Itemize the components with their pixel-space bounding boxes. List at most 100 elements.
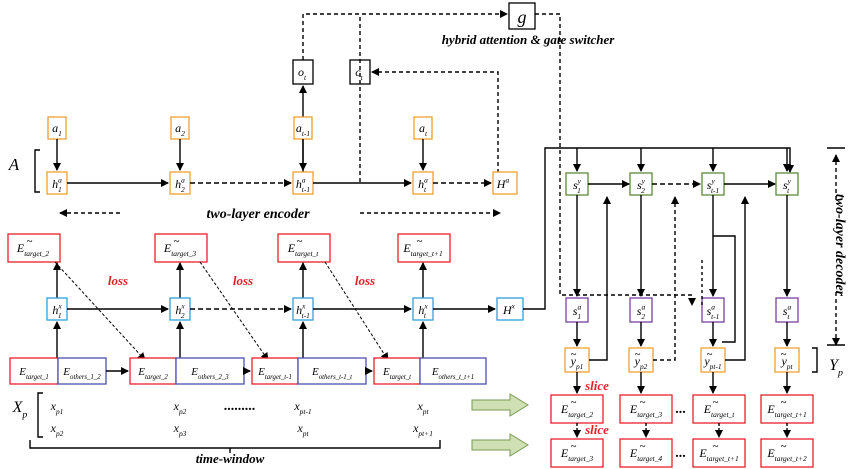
out-dots-2: ... xyxy=(676,446,687,461)
e-out-top-box-3 xyxy=(760,394,814,424)
green-arrow-0 xyxy=(471,393,529,417)
x-top-label-2: xpt-1 xyxy=(293,399,311,416)
svg-text:at: at xyxy=(419,121,428,138)
svg-text:sat-1: sat-1 xyxy=(707,303,720,322)
x-top-label-1: xp2 xyxy=(173,399,187,416)
y-label-0: yp1~ xyxy=(570,349,584,372)
svg-text:Eothers_t_t+1: Eothers_t_t+1 xyxy=(431,366,474,381)
e-out-bot-box-1 xyxy=(619,438,673,468)
svg-text:yp1: yp1 xyxy=(570,354,584,371)
svg-text:Etarget_t+1: Etarget_t+1 xyxy=(402,241,442,258)
svg-text:sy2: sy2 xyxy=(637,177,646,196)
encoder-label: two-layer encoder xyxy=(206,207,310,222)
e-out-top-box-1 xyxy=(619,394,673,424)
svg-text:Etarget_4: Etarget_4 xyxy=(629,446,663,463)
dots-label: ......... xyxy=(224,399,256,414)
tilde-mark: ~ xyxy=(296,236,302,248)
loss-label-2: loss xyxy=(355,273,375,288)
svg-text:ypt-1: ypt-1 xyxy=(703,354,721,371)
svg-text:hxt-1: hxt-1 xyxy=(296,302,310,321)
svg-text:syt-1: syt-1 xyxy=(707,177,719,196)
svg-text:xp3: xp3 xyxy=(173,421,187,438)
loss-label-0: loss xyxy=(108,273,128,288)
y-label-1: yp2~ xyxy=(634,349,648,372)
e-top-label-0: Etarget_2~ xyxy=(16,236,50,259)
svg-text:Etarget_t+1: Etarget_t+1 xyxy=(766,402,806,419)
e-bottom-label-5: Eothers_t-1_t xyxy=(311,366,353,381)
tilde-mark: ~ xyxy=(706,349,712,361)
svg-text:xpt: xpt xyxy=(296,421,309,438)
y-label-3: ypt~ xyxy=(780,349,793,372)
e-bottom-box-3 xyxy=(175,357,245,385)
Ha-label: Ha xyxy=(496,176,510,191)
svg-text:hx2: hx2 xyxy=(175,302,185,321)
e-top-box-3 xyxy=(397,233,451,263)
svg-text:ha1: ha1 xyxy=(52,176,62,195)
e-bottom-label-0: Etarget_1 xyxy=(18,366,49,381)
A-label: A xyxy=(8,155,20,174)
tilde-mark: ~ xyxy=(712,441,718,453)
tilde-mark: ~ xyxy=(639,397,645,409)
loss-line-0 xyxy=(54,261,146,361)
svg-text:sa2: sa2 xyxy=(637,303,646,322)
e-out-bot-label-3: Etarget_t+2~ xyxy=(766,441,807,464)
hybrid-attention-title: hybrid attention & gate switcher xyxy=(442,32,616,47)
tilde-mark: ~ xyxy=(570,397,576,409)
svg-text:xp2: xp2 xyxy=(50,421,64,438)
gate-g-label: g xyxy=(518,7,527,27)
Ha-box xyxy=(492,171,518,195)
e-out-bot-label-0: Etarget_3~ xyxy=(560,441,594,464)
time-window-bracket xyxy=(29,440,441,449)
svg-text:Etarget_1: Etarget_1 xyxy=(18,366,49,381)
c-t-label: ct xyxy=(355,65,363,82)
e-bottom-box-4 xyxy=(251,357,299,385)
time-window-label: time-window xyxy=(196,451,265,466)
svg-text:Hx: Hx xyxy=(502,302,516,317)
e-bottom-box-0 xyxy=(9,357,59,385)
y-label-2: ypt-1~ xyxy=(703,349,721,372)
loop-line xyxy=(713,235,736,343)
decoder-label: two-layer decoder xyxy=(832,194,847,297)
a-label-0: a1 xyxy=(52,121,62,138)
e-bottom-box-1 xyxy=(57,357,107,385)
e-bottom-label-1: Eothers_1_2 xyxy=(62,366,101,381)
e-bottom-label-6: Etarget_t xyxy=(382,366,412,381)
e-bottom-box-2 xyxy=(129,357,177,385)
e-bottom-label-4: Etarget_t-1 xyxy=(257,366,292,381)
tilde-mark: ~ xyxy=(780,441,786,453)
svg-text:ot: ot xyxy=(298,65,307,82)
e-bottom-box-6 xyxy=(373,357,421,385)
X-bracket xyxy=(37,392,43,438)
gate-g-box xyxy=(508,2,536,30)
H-to-c-line xyxy=(371,68,499,173)
svg-text:Ha: Ha xyxy=(496,176,510,191)
e-out-bot-box-2 xyxy=(692,438,746,468)
e-top-label-1: Etarget_3~ xyxy=(163,236,197,259)
x-bot-label-3: xpt+1 xyxy=(412,421,433,438)
green-arrow-1 xyxy=(471,433,529,457)
svg-text:at-1: at-1 xyxy=(296,121,310,138)
tilde-mark: ~ xyxy=(570,441,576,453)
svg-text:a1: a1 xyxy=(52,121,62,138)
svg-text:xp1: xp1 xyxy=(50,399,64,416)
x-top-label-3: xpt xyxy=(416,399,429,416)
svg-text:Etarget_3: Etarget_3 xyxy=(560,446,594,463)
feedback-line-1 xyxy=(589,196,611,361)
svg-text:Xp: Xp xyxy=(12,399,28,421)
svg-text:sy1: sy1 xyxy=(573,177,582,196)
svg-text:Etarget_2: Etarget_2 xyxy=(16,241,50,258)
tilde-mark: ~ xyxy=(416,236,422,248)
svg-text:Etarget_t+2: Etarget_t+2 xyxy=(766,446,807,463)
